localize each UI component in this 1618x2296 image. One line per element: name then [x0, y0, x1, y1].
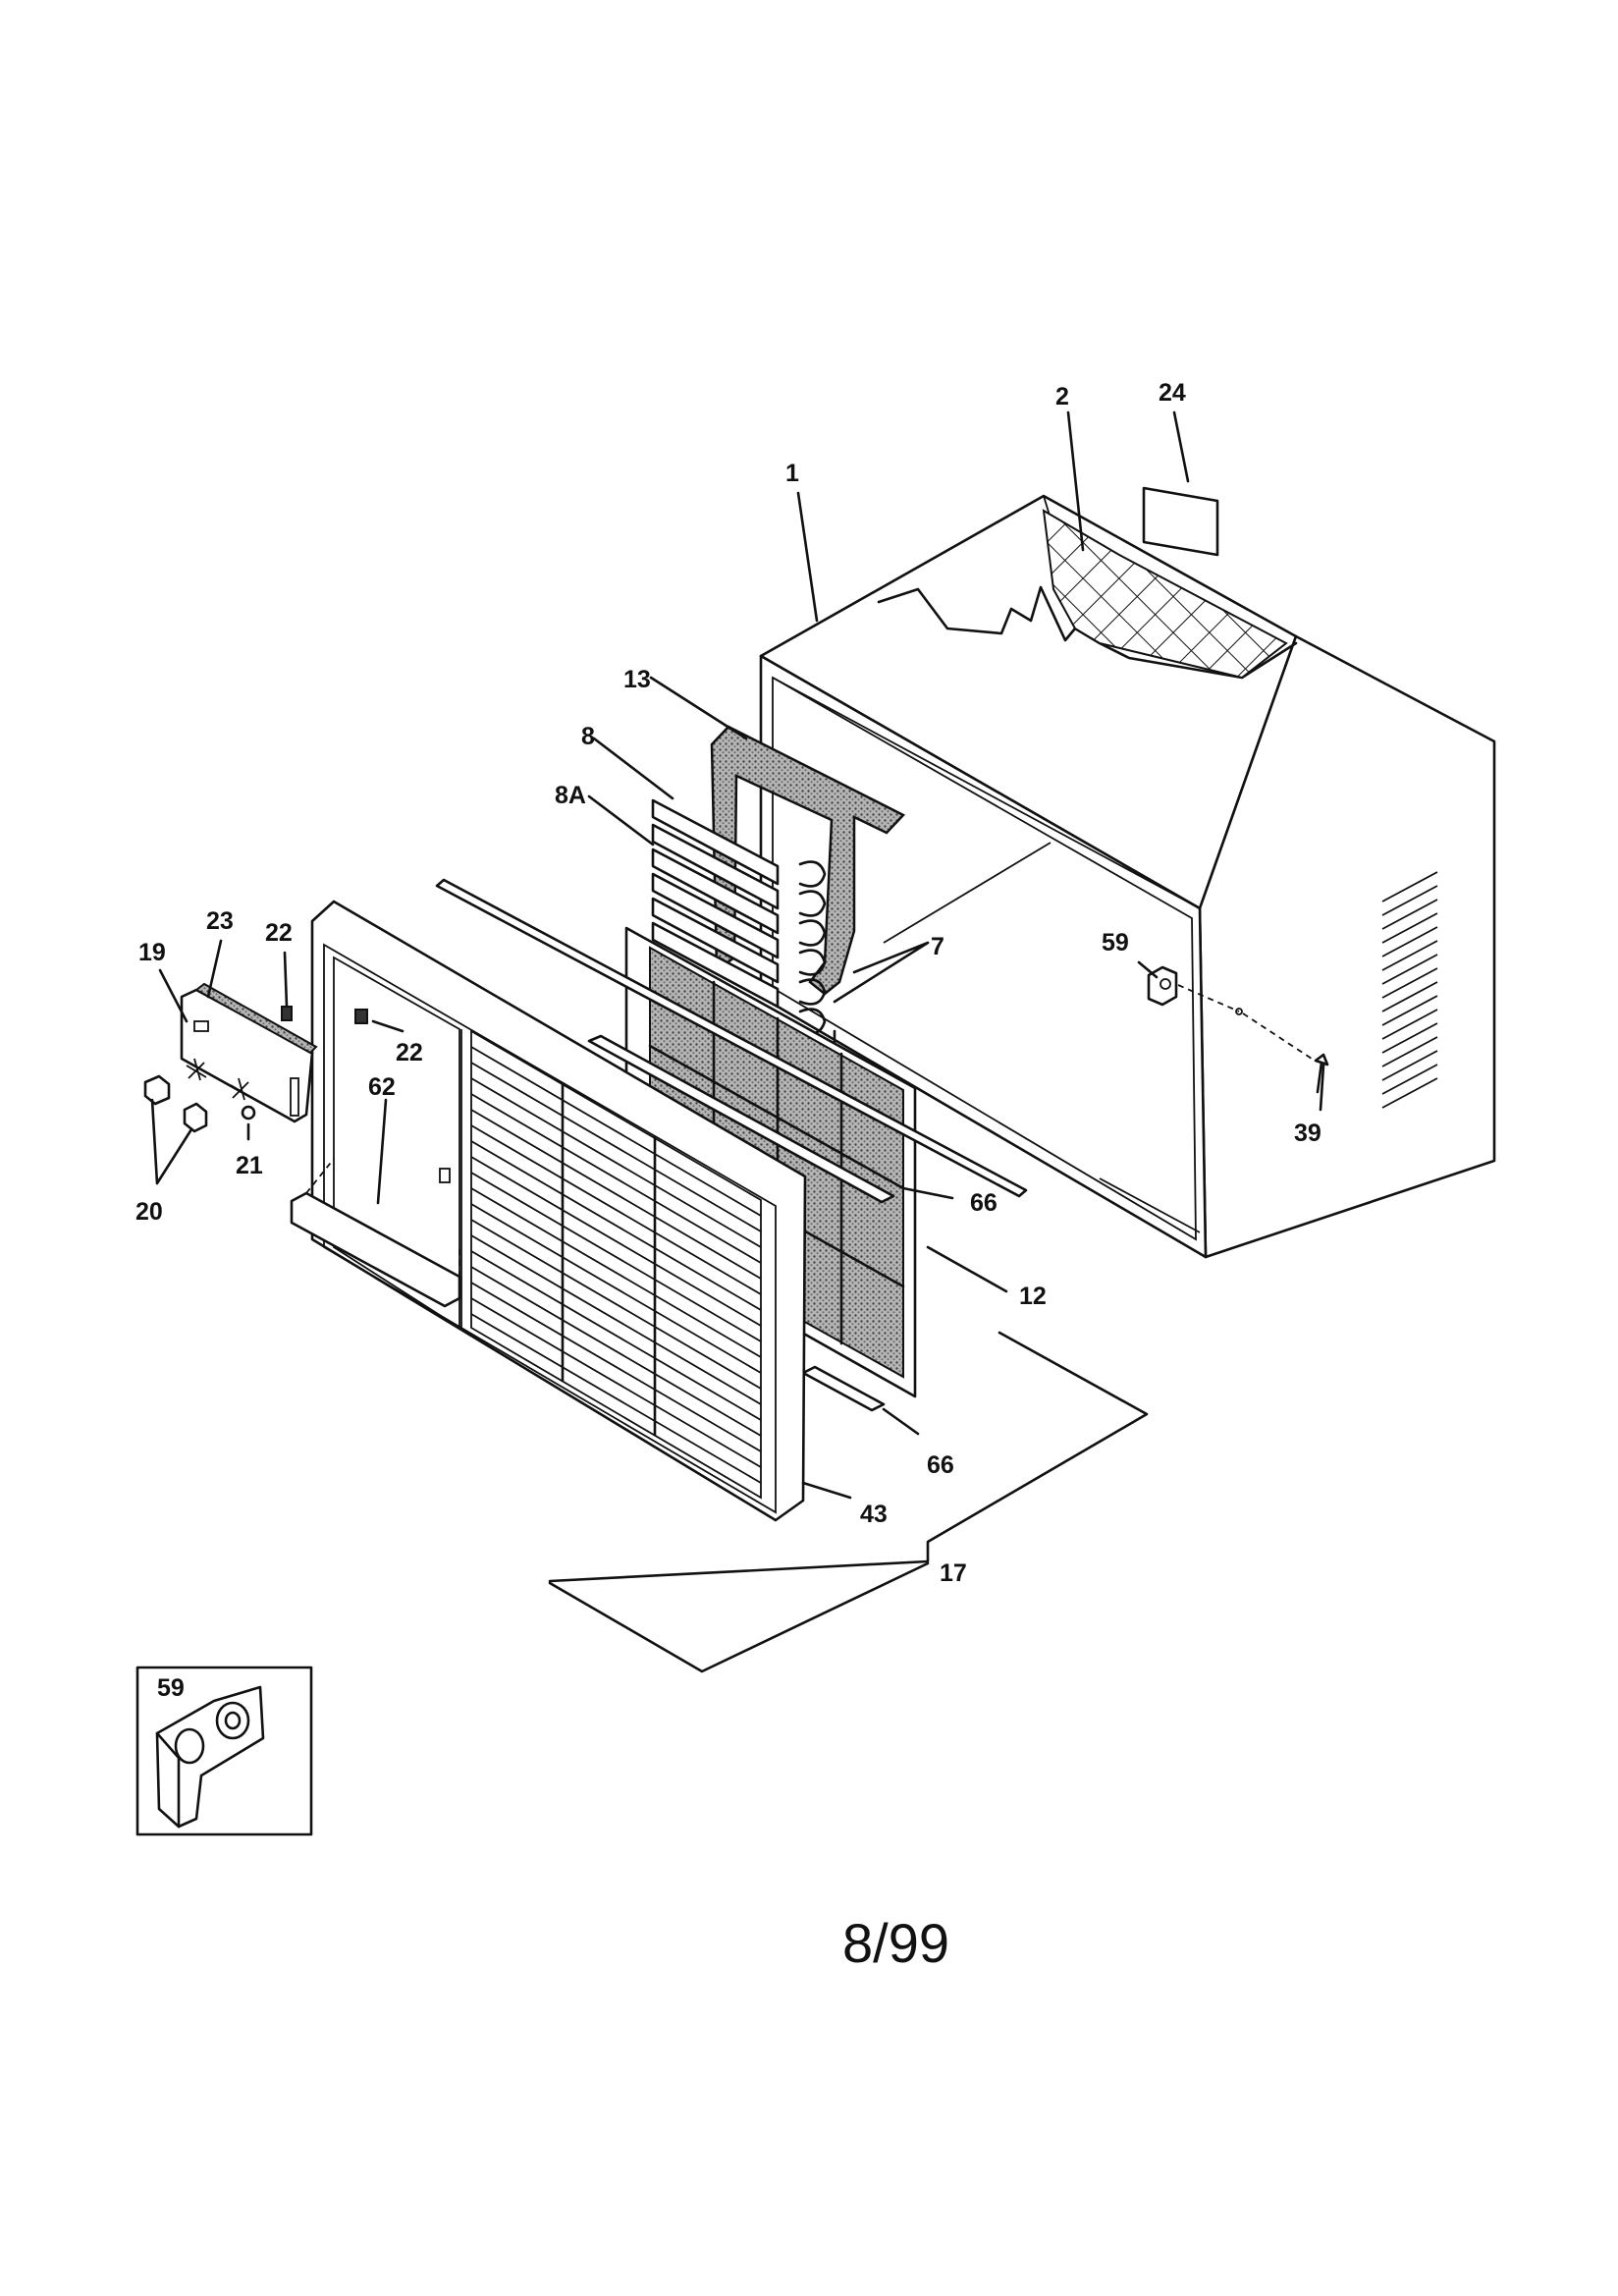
inset-box: 59	[135, 1666, 313, 1836]
callout-13: 13	[623, 666, 651, 693]
callout-22-top: 22	[265, 919, 293, 947]
install-kit-bracket	[548, 1331, 1149, 1673]
callout-21: 21	[236, 1152, 263, 1179]
callout-1: 1	[785, 460, 799, 487]
callout-2: 2	[1055, 383, 1069, 410]
callout-43: 43	[860, 1501, 888, 1528]
callout-12: 12	[1019, 1283, 1047, 1310]
leader-lines	[150, 410, 1325, 1500]
callout-20: 20	[135, 1198, 163, 1226]
louver-slats	[470, 1046, 762, 1484]
callout-17: 17	[940, 1559, 967, 1587]
bracket-59-icon	[155, 1685, 265, 1829]
front-grille-drawing	[290, 900, 807, 1522]
callout-39: 39	[1294, 1120, 1321, 1147]
revision-date: 8/99	[842, 1912, 949, 1974]
inset-label: 59	[157, 1674, 185, 1702]
callout-22-grille: 22	[396, 1039, 423, 1066]
callout-8: 8	[581, 723, 595, 750]
callout-62: 62	[368, 1073, 396, 1101]
control-panel-drawing	[143, 982, 318, 1133]
callout-66-upper: 66	[970, 1189, 998, 1217]
callout-24: 24	[1159, 379, 1186, 407]
callout-7: 7	[931, 933, 944, 960]
callout-66-lower: 66	[927, 1451, 954, 1479]
callout-23: 23	[206, 907, 234, 935]
callout-19: 19	[138, 939, 166, 966]
side-louvers	[1381, 871, 1438, 1109]
callout-8a: 8A	[555, 782, 586, 809]
trim-strip-drawing	[435, 878, 1028, 1412]
callout-59: 59	[1102, 929, 1129, 957]
